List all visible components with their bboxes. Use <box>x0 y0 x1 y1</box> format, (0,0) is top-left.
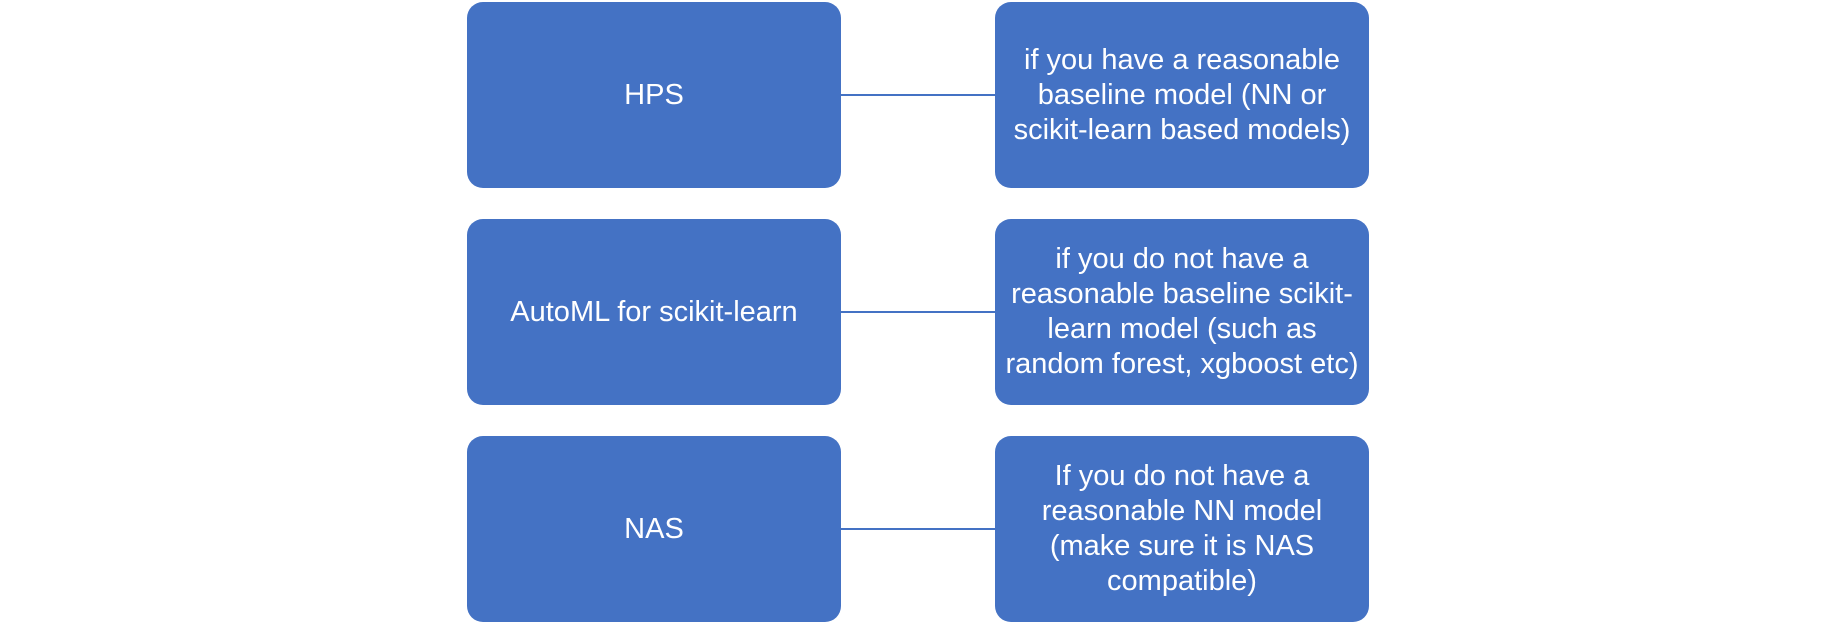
method-label: NAS <box>624 512 684 545</box>
method-box-hps: HPS <box>467 2 841 188</box>
condition-label: if you have a reasonable baseline model … <box>1013 43 1351 146</box>
method-box-automl: AutoML for scikit-learn <box>467 219 841 405</box>
condition-label: if you do not have a reasonable baseline… <box>1005 243 1359 380</box>
condition-box-automl: if you do not have a reasonable baseline… <box>995 219 1369 405</box>
condition-box-hps: if you have a reasonable baseline model … <box>995 2 1369 188</box>
method-box-nas: NAS <box>467 436 841 622</box>
connector-line <box>841 94 995 96</box>
connector-line <box>841 311 995 313</box>
method-label: AutoML for scikit-learn <box>510 295 798 328</box>
condition-label: If you do not have a reasonable NN model… <box>1041 460 1323 597</box>
condition-box-nas: If you do not have a reasonable NN model… <box>995 436 1369 622</box>
connector-line <box>841 528 995 530</box>
method-label: HPS <box>624 78 684 111</box>
